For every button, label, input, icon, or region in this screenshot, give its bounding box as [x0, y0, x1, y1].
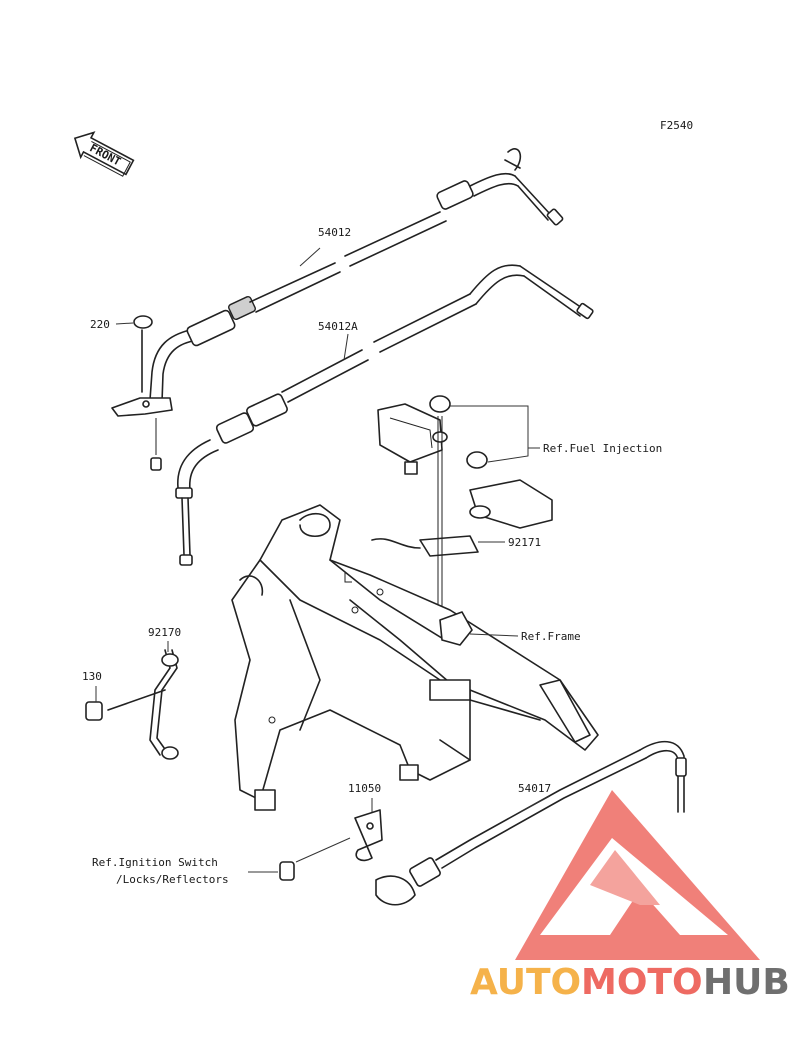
frame [231, 504, 599, 811]
label-220: 220 [90, 318, 110, 331]
front-arrow-icon: FRONT [73, 131, 135, 177]
label-ref-frame: Ref.Frame [521, 630, 581, 643]
leader-lines [95, 247, 551, 873]
label-ref-ignition-line2: /Locks/Reflectors [116, 873, 229, 886]
throttle-cable-54012 [149, 148, 564, 403]
choke-cable-54017 [279, 740, 687, 906]
throttle-cable-54012A [175, 264, 594, 566]
label-92170: 92170 [148, 626, 181, 639]
fuel-injection-sensors [371, 395, 553, 680]
label-54012: 54012 [318, 226, 351, 239]
figure-code: F2540 [660, 119, 693, 132]
watermark-logo-icon [515, 790, 760, 960]
brand-moto: MOTO [581, 962, 703, 1003]
label-130: 130 [82, 670, 102, 683]
watermark-brand: AUTO MOTO HUB [470, 962, 790, 1003]
label-92171: 92171 [508, 536, 541, 549]
label-ref-ignition-line1: Ref.Ignition Switch [92, 856, 218, 869]
cable-bracket [111, 315, 173, 471]
clamp-rod-92170 [85, 649, 179, 760]
label-54017: 54017 [518, 782, 551, 795]
label-54012A: 54012A [318, 320, 358, 333]
brand-hub: HUB [703, 962, 790, 1003]
brand-auto: AUTO [470, 962, 581, 1003]
label-11050: 11050 [348, 782, 381, 795]
label-ref-fuel-injection: Ref.Fuel Injection [543, 442, 662, 455]
